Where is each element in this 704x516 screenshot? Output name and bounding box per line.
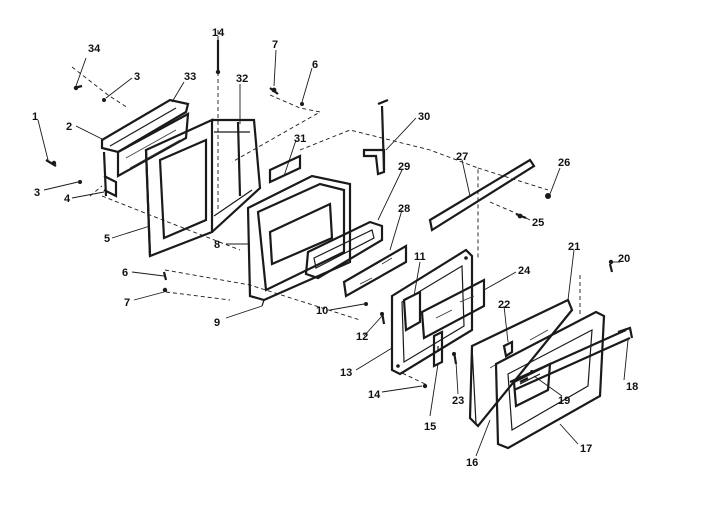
part-window-frame-29 [304, 220, 384, 280]
part-screw-26 [545, 193, 551, 199]
part-screw-7-left [162, 287, 168, 293]
label-32: 32 [236, 73, 248, 85]
part-outer-frame [144, 118, 262, 258]
label-8: 8 [214, 239, 220, 251]
label-5: 5 [104, 233, 110, 245]
label-28: 28 [398, 203, 410, 215]
part-screw-6-top [300, 102, 304, 106]
label-3-left: 3 [34, 187, 40, 199]
part-screw-20 [608, 259, 614, 273]
part-pin-14-top [215, 40, 221, 75]
label-10: 10 [316, 305, 328, 317]
label-12: 12 [356, 331, 368, 343]
label-19: 19 [558, 395, 570, 407]
part-inner-liner-13 [390, 248, 474, 376]
label-17: 17 [580, 443, 592, 455]
part-bracket-11 [402, 290, 422, 332]
label-11: 11 [414, 251, 426, 263]
label-15: 15 [424, 421, 436, 433]
label-33: 33 [184, 71, 196, 83]
label-3-top: 3 [134, 71, 140, 83]
label-7-left: 7 [124, 297, 130, 309]
label-25: 25 [532, 217, 544, 229]
part-hinge-15 [432, 330, 444, 368]
part-inner-glass-24 [420, 278, 486, 340]
leader-lines [37, 36, 629, 457]
label-6-top: 6 [312, 59, 318, 71]
label-9: 9 [214, 317, 220, 329]
part-handle-assembly [100, 98, 190, 198]
part-screw-3-top [102, 98, 106, 102]
part-screw-3-left [78, 180, 82, 184]
part-screw-7-top [269, 87, 279, 95]
label-16: 16 [466, 457, 478, 469]
part-handle-bar-18 [509, 326, 634, 392]
label-27: 27 [456, 151, 468, 163]
part-screw-23 [452, 351, 458, 365]
part-screw-12 [380, 311, 386, 325]
part-outer-glass-22 [468, 298, 574, 428]
label-30: 30 [418, 111, 430, 123]
label-14-top: 14 [212, 27, 225, 39]
label-24: 24 [518, 265, 531, 277]
label-1: 1 [32, 111, 38, 123]
part-screw-34 [73, 84, 83, 91]
label-23: 23 [452, 395, 464, 407]
label-22: 22 [498, 299, 510, 311]
label-26: 26 [558, 157, 570, 169]
label-4: 4 [64, 193, 71, 205]
label-14-bottom: 14 [368, 389, 381, 401]
label-7-top: 7 [272, 39, 278, 51]
label-2: 2 [66, 121, 72, 133]
part-strip-27 [428, 158, 536, 232]
part-clip-31 [268, 154, 302, 184]
part-screw-14-bottom [422, 383, 428, 389]
part-glass-28 [342, 244, 408, 298]
part-inner-panel [246, 174, 352, 307]
label-6-left: 6 [122, 267, 128, 279]
part-labels: 34 3 33 14 7 6 32 1 2 3 4 5 31 30 29 28 … [32, 27, 638, 469]
label-20: 20 [618, 253, 630, 265]
part-screw-1 [45, 159, 57, 167]
label-34: 34 [88, 43, 101, 55]
label-21: 21 [568, 241, 580, 253]
label-29: 29 [398, 161, 410, 173]
label-13: 13 [340, 367, 352, 379]
part-screw-6-left [162, 271, 168, 281]
label-31: 31 [294, 133, 306, 145]
label-18: 18 [626, 381, 638, 393]
part-latch-30 [362, 98, 389, 176]
part-screw-10 [364, 302, 368, 306]
